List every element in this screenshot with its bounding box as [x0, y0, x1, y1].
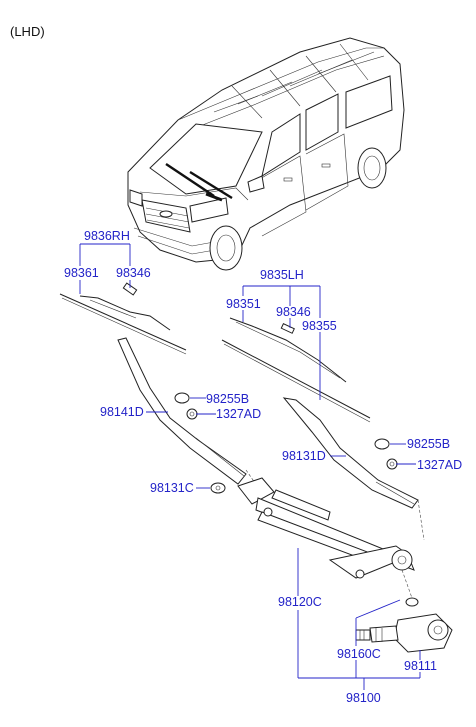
label-98346-lh: 98346 — [276, 305, 311, 319]
label-98100: 98100 — [346, 691, 381, 705]
label-98111: 98111 — [404, 659, 437, 673]
label-9835lh: 9835LH — [260, 268, 304, 282]
label-98255b-lh: 98255B — [407, 437, 450, 451]
label-98131c: 98131C — [150, 481, 194, 495]
rh-wiper-arm — [117, 337, 247, 485]
label-1327ad-rh: 1327AD — [216, 407, 261, 421]
label-98120c: 98120C — [278, 595, 322, 609]
van-illustration — [127, 37, 405, 271]
label-98131d: 98131D — [282, 449, 326, 463]
wiper-motor — [355, 569, 453, 653]
lh-blade-assembly — [221, 317, 371, 423]
wiper-linkage — [237, 469, 425, 579]
label-98255b-rh: 98255B — [206, 392, 249, 406]
label-98160c: 98160C — [337, 647, 381, 661]
label-98141d: 98141D — [100, 405, 144, 419]
label-98355: 98355 — [302, 319, 337, 333]
lhd-note: (LHD) — [10, 24, 45, 39]
label-98351: 98351 — [226, 297, 261, 311]
label-1327ad-lh: 1327AD — [417, 458, 462, 472]
label-98346-rh: 98346 — [116, 266, 151, 280]
pivot-nut — [210, 482, 226, 494]
rh-blade-assembly — [59, 282, 187, 355]
label-9836rh: 9836RH — [84, 229, 130, 243]
label-98361: 98361 — [64, 266, 99, 280]
